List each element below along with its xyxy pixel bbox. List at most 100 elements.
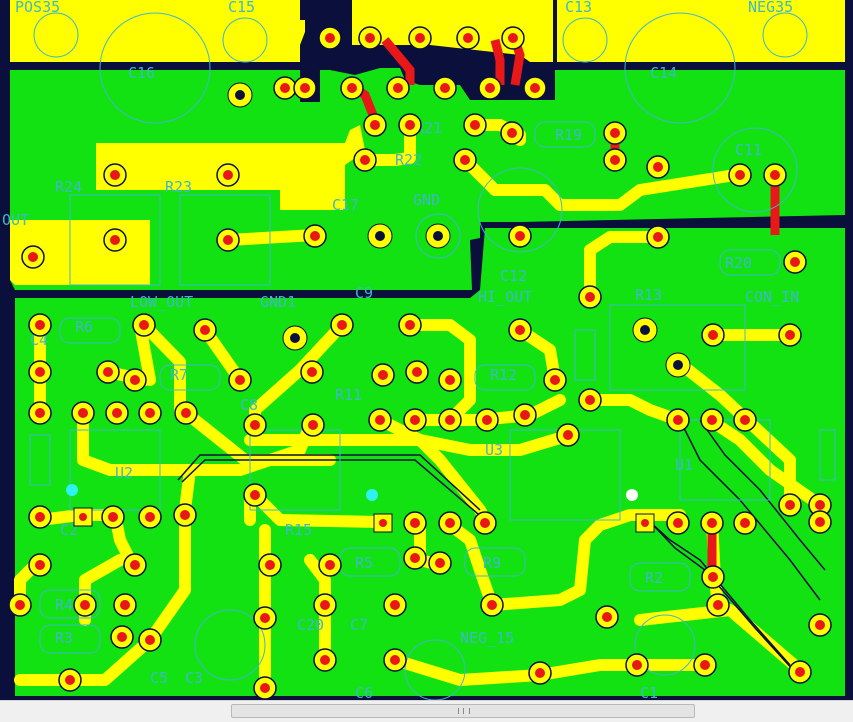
drill-hole [223,235,233,245]
drill-hole [785,330,795,340]
drill-hole [435,558,445,568]
label-hi-out: HI_OUT [478,288,532,306]
drill-hole [707,415,717,425]
drill-hole [112,408,122,418]
drill-hole [410,553,420,563]
drill-hole [470,120,480,130]
label-r6: R6 [75,318,93,336]
silkscreen-outlines [29,12,836,700]
label-gnd: GND [413,191,440,209]
drill-hole [365,33,375,43]
drill-hole [200,325,210,335]
drill-hole [181,408,191,418]
label-low-out: LOW_OUT [130,293,193,311]
drill-hole [390,655,400,665]
drill-hole [740,518,750,528]
drill-hole [80,600,90,610]
drill-hole [508,33,518,43]
label-r5: R5 [355,554,373,572]
label-c20: C20 [297,616,324,634]
drill-hole [103,367,113,377]
label-r2: R2 [645,569,663,587]
drill-hole [325,560,335,570]
drill-hole [515,325,525,335]
label-c17: C17 [332,196,359,214]
drill-hole [653,162,663,172]
drill-hole [507,128,517,138]
drill-hole [337,320,347,330]
drill-hole [35,408,45,418]
via [66,484,78,496]
drill-hole [520,410,530,420]
label-r23: R23 [165,178,192,196]
drill-hole [370,120,380,130]
drill-hole [290,333,300,343]
label-u1: U1 [675,456,693,474]
drill-hole [375,415,385,425]
drill-hole [610,128,620,138]
drill-hole [463,33,473,43]
drill-hole [440,83,450,93]
drill-hole [585,395,595,405]
pcb-layout-canvas[interactable]: POS35 C15 C13 NEG35 C16 C14 R21 R19 R22 … [0,0,853,700]
drill-hole [410,415,420,425]
label-r11: R11 [335,386,362,404]
drill-hole [223,170,233,180]
drill-hole [110,235,120,245]
label-neg15: NEG_15 [460,629,514,647]
label-r7: R7 [170,366,188,384]
label-r22: R22 [395,151,422,169]
drill-hole [378,370,388,380]
drill-hole [482,415,492,425]
drill-hole [770,170,780,180]
drill-hole [347,83,357,93]
drill-hole [602,612,612,622]
drill-hole [65,675,75,685]
drill-hole [235,90,245,100]
label-r19: R19 [555,126,582,144]
drill-hole [410,518,420,528]
label-u3: U3 [485,441,503,459]
label-c16: C16 [128,64,155,82]
drill-hole [280,83,290,93]
drill-hole [145,512,155,522]
drill-hole [487,600,497,610]
drill-hole [708,330,718,340]
drill-hole [145,635,155,645]
label-c15: C15 [228,0,255,16]
drill-hole [485,83,495,93]
drill-hole [35,367,45,377]
drill-hole [713,600,723,610]
drill-hole [250,490,260,500]
drill-hole [28,252,38,262]
drill-hole [405,120,415,130]
drill-hole [393,83,403,93]
label-r12: R12 [490,366,517,384]
drill-hole [307,367,317,377]
label-c9: C9 [355,284,373,302]
drill-hole [310,231,320,241]
drill-hole [585,292,595,302]
label-r4: R4 [55,596,73,614]
label-r15: R15 [285,521,312,539]
drill-hole [308,420,318,430]
label-gnd1: GND1 [260,293,296,311]
label-c7: C7 [350,616,368,634]
drill-hole [515,231,525,241]
drill-hole [117,632,127,642]
drill-hole [120,600,130,610]
label-c5: C5 [150,669,168,687]
drill-hole [653,232,663,242]
drill-hole [260,613,270,623]
drill-hole [445,415,455,425]
top-power-pours [10,0,845,62]
drill-hole [360,155,370,165]
drill-hole [632,660,642,670]
drill-hole [265,560,275,570]
label-c3: C3 [185,669,203,687]
drill-hole [320,655,330,665]
scrollbar-thumb[interactable] [231,704,695,718]
horizontal-scrollbar[interactable] [0,700,853,722]
label-c14: C14 [650,64,677,82]
drill-hole [535,668,545,678]
